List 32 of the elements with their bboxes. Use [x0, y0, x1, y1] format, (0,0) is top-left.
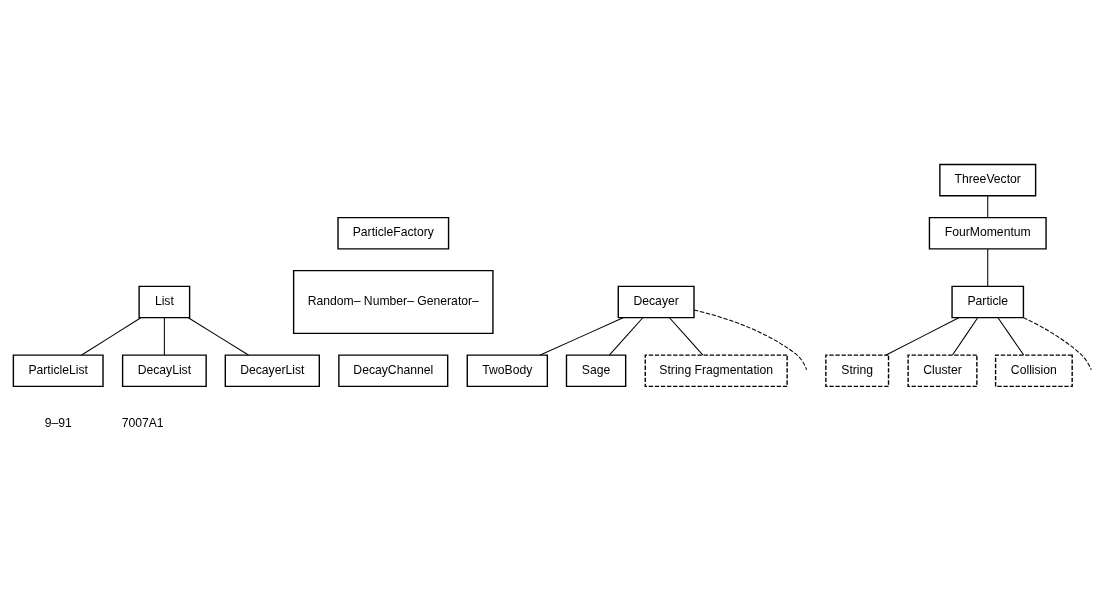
node-box: DecayerList — [224, 353, 320, 387]
node-box: FourMomentum — [928, 216, 1047, 250]
label: 7007A1 — [121, 415, 164, 430]
connector — [885, 316, 960, 356]
node-box: String Fragmentation — [644, 353, 788, 387]
node-box: DecayList — [121, 353, 207, 387]
node-box: ParticleFactory — [337, 216, 450, 250]
connector — [163, 316, 165, 356]
node-box: Cluster — [907, 353, 978, 387]
connector — [187, 316, 249, 356]
node-box: Sage — [565, 353, 627, 387]
node-box: DecayChannel — [338, 353, 449, 387]
connector — [987, 194, 989, 218]
node-box: List — [138, 285, 191, 318]
connector — [539, 316, 624, 356]
connector — [952, 316, 979, 356]
node-box: Random– Number– Generator– — [292, 269, 494, 334]
node-box: String — [825, 353, 890, 387]
label: 9–91 — [44, 415, 72, 430]
node-box: TwoBody — [466, 353, 549, 387]
connector — [81, 316, 142, 356]
connector — [608, 316, 644, 356]
node-box: Particle — [951, 285, 1025, 318]
node-box: ThreeVector — [939, 163, 1037, 196]
connector — [997, 316, 1025, 356]
connector — [987, 247, 989, 287]
node-box: Collision — [994, 353, 1073, 387]
connector — [693, 309, 808, 370]
node-box: ParticleList — [12, 353, 104, 387]
connector — [1022, 316, 1092, 370]
connector — [668, 316, 704, 356]
node-box: Decayer — [617, 285, 695, 318]
